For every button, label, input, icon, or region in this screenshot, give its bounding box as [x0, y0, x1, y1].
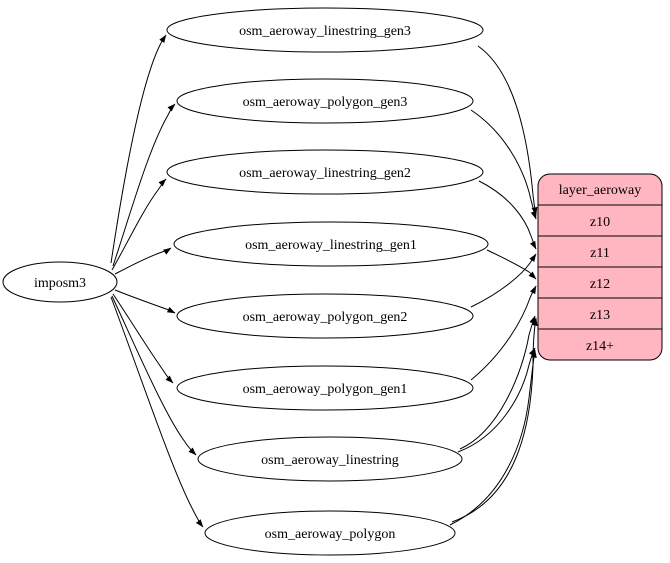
node-osm-aeroway-polygon-gen2-shape	[176, 293, 474, 339]
node-osm-aeroway-linestring-gen3: osm_aeroway_linestring_gen3	[166, 7, 484, 53]
node-osm-aeroway-linestring-gen1-shape	[173, 221, 489, 267]
layer-row-z12: z12	[590, 277, 610, 292]
node-osm-aeroway-linestring-gen1: osm_aeroway_linestring_gen1	[173, 221, 489, 267]
node-imposm3-shape	[2, 261, 118, 303]
node-osm-aeroway-polygon-gen1-shape	[176, 365, 474, 411]
node-osm-aeroway-linestring-gen1-label: osm_aeroway_linestring_gen1	[245, 238, 417, 253]
edge-osm-aeroway-polygon-z14	[449, 349, 537, 526]
node-imposm3: imposm3	[2, 261, 118, 303]
node-imposm3-label: imposm3	[34, 276, 86, 291]
node-osm-aeroway-polygon-label: osm_aeroway_polygon	[265, 527, 396, 542]
edge-imposm3-osm-aeroway-linestring	[111, 295, 197, 456]
node-osm-aeroway-polygon-gen2: osm_aeroway_polygon_gen2	[176, 293, 474, 339]
layer-row-z14plus: z14+	[586, 339, 614, 354]
edge-imposm3-osm-aeroway-polygon-gen1	[112, 293, 174, 384]
edge-osm-aeroway-polygon-gen3-z10	[470, 109, 537, 220]
edge-osm-aeroway-polygon-gen2-z11	[470, 253, 537, 308]
layer-aeroway-table: layer_aeroway z10 z11 z12 z13 z14+	[537, 173, 663, 361]
layer-row-z13: z13	[590, 308, 610, 323]
layer-row-z11: z11	[590, 246, 610, 261]
edge-group-imposm3	[110, 34, 204, 528]
node-osm-aeroway-linestring-label: osm_aeroway_linestring	[261, 453, 399, 468]
node-osm-aeroway-linestring-gen3-shape	[166, 7, 484, 53]
node-osm-aeroway-polygon: osm_aeroway_polygon	[204, 510, 456, 556]
node-osm-aeroway-polygon-gen1-label: osm_aeroway_polygon_gen1	[243, 382, 408, 397]
node-osm-aeroway-linestring-gen2-label: osm_aeroway_linestring_gen2	[239, 166, 411, 181]
edge-osm-aeroway-linestring-gen1-z12	[486, 249, 537, 280]
edge-imposm3-osm-aeroway-polygon-gen2	[114, 289, 176, 314]
layer-row-z10: z10	[590, 215, 610, 230]
edge-imposm3-osm-aeroway-linestring-gen3	[110, 34, 167, 264]
node-osm-aeroway-linestring-gen3-label: osm_aeroway_linestring_gen3	[239, 24, 411, 39]
edge-imposm3-osm-aeroway-linestring-gen2	[111, 178, 167, 271]
edge-imposm3-osm-aeroway-polygon-gen3	[112, 103, 176, 267]
node-osm-aeroway-polygon-gen3-label: osm_aeroway_polygon_gen3	[243, 95, 408, 110]
node-osm-aeroway-linestring-gen2: osm_aeroway_linestring_gen2	[166, 149, 484, 195]
edge-osm-aeroway-polygon-z13	[451, 317, 538, 523]
node-osm-aeroway-polygon-gen1: osm_aeroway_polygon_gen1	[176, 365, 474, 411]
node-osm-aeroway-polygon-shape	[204, 510, 456, 556]
node-osm-aeroway-polygon-gen3: osm_aeroway_polygon_gen3	[176, 78, 474, 124]
edge-osm-aeroway-polygon-gen1-z12	[470, 285, 537, 381]
node-osm-aeroway-linestring-gen2-shape	[166, 149, 484, 195]
node-osm-aeroway-polygon-gen2-label: osm_aeroway_polygon_gen2	[243, 310, 408, 325]
edge-imposm3-osm-aeroway-polygon	[110, 296, 204, 528]
layer-aeroway-header: layer_aeroway	[559, 183, 641, 198]
edge-imposm3-osm-aeroway-linestring-gen1	[114, 247, 172, 275]
node-osm-aeroway-linestring-shape	[197, 436, 463, 482]
edge-osm-aeroway-linestring-gen2-z11	[478, 180, 537, 250]
edge-osm-aeroway-linestring-gen3-z10	[477, 45, 538, 216]
node-osm-aeroway-polygon-gen3-shape	[176, 78, 474, 124]
edge-group-layer	[449, 45, 538, 526]
node-osm-aeroway-linestring: osm_aeroway_linestring	[197, 436, 463, 482]
